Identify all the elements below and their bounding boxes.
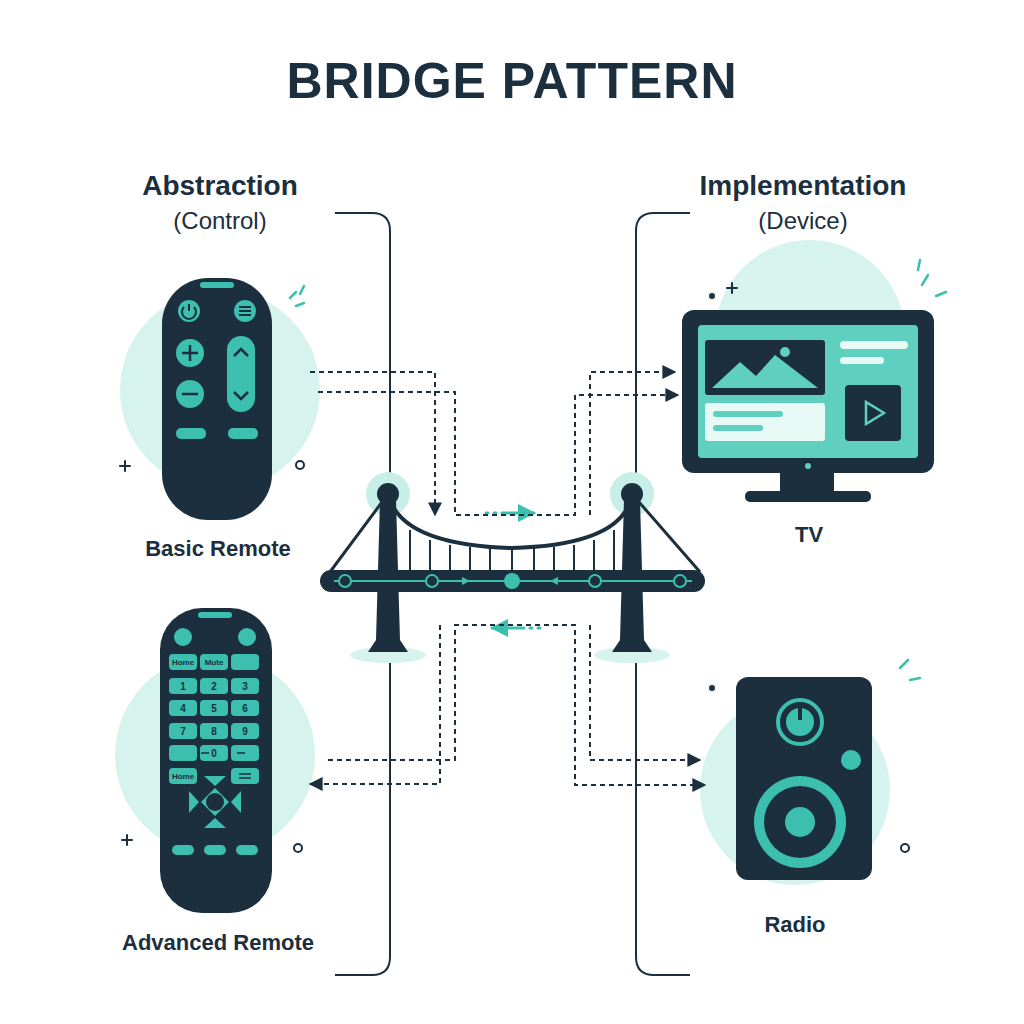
diagram-title: BRIDGE PATTERN: [0, 52, 1024, 110]
bridge-icon: [320, 472, 705, 663]
key-label: 9: [242, 726, 248, 737]
key-label: 6: [242, 703, 248, 714]
small-dot: [709, 293, 715, 299]
radio-icon: [736, 677, 872, 880]
small-dot: [709, 685, 715, 691]
key-label: 8: [211, 726, 217, 737]
flow-arrows: [486, 513, 540, 628]
key-label: 5: [211, 703, 217, 714]
key-label: 1: [180, 681, 186, 692]
device-node: Advanced Remote: [108, 600, 328, 956]
key-label: Mute: [205, 658, 224, 667]
signal-connector: [328, 625, 705, 785]
node-label: Radio: [705, 912, 885, 938]
key-label: 0: [211, 748, 217, 759]
key-label: 4: [180, 703, 186, 714]
group-label: (Control): [173, 207, 266, 235]
device-node: Radio: [705, 660, 885, 938]
key-label: 3: [242, 681, 248, 692]
basic-remote-icon: [162, 278, 272, 520]
device-node: Basic Remote: [118, 270, 318, 562]
node-label: TV: [678, 522, 940, 548]
device-node: TV: [678, 300, 940, 548]
group-label: (Device): [758, 207, 847, 235]
node-label: Advanced Remote: [108, 930, 328, 956]
key-label: 7: [180, 726, 186, 737]
small-dots: [294, 461, 909, 852]
glow-circle: [115, 655, 315, 855]
key-label: Home: [172, 772, 194, 781]
group-label: Implementation: [700, 170, 907, 202]
key-label: Home: [172, 658, 194, 667]
tv-icon: [682, 310, 934, 502]
group-label: Abstraction: [142, 170, 298, 202]
node-label: Basic Remote: [118, 536, 318, 562]
bracket-line: [636, 213, 690, 975]
signal-connector: [318, 392, 678, 515]
signal-lines: [310, 372, 700, 784]
key-label: 2: [211, 681, 217, 692]
group-brackets: [335, 213, 690, 975]
advanced-remote-icon: [160, 608, 272, 913]
